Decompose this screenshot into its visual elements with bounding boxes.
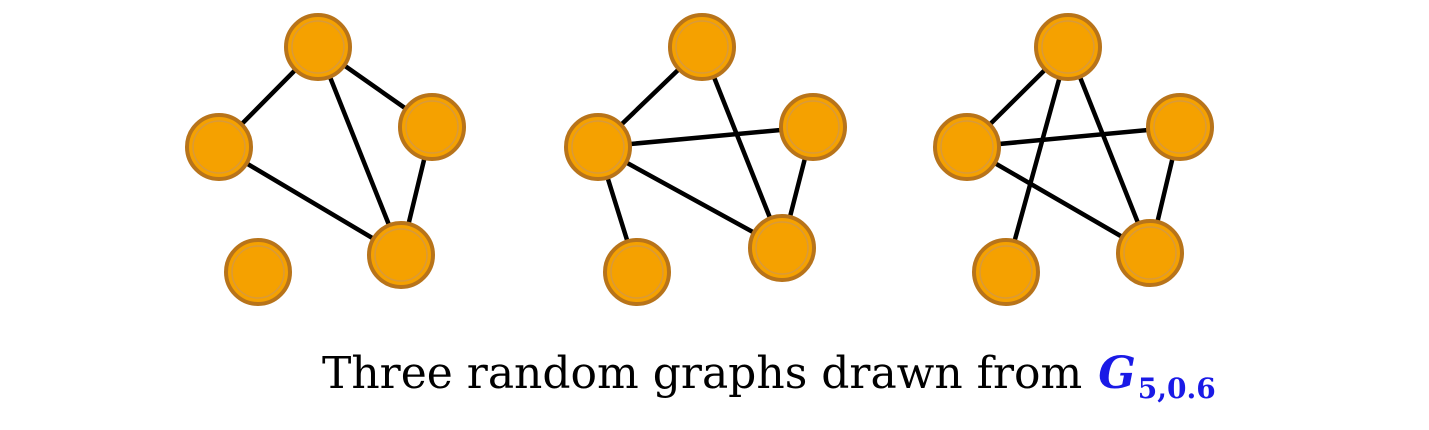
graph-3-node-4: [972, 238, 1040, 306]
graph-2-node-3: [748, 214, 816, 282]
graph-1-edge-3: [216, 144, 404, 258]
graph-1-node-1-ring: [374, 228, 428, 282]
graph-1-edge-1: [315, 44, 404, 258]
graph-1-node-0-ring: [291, 20, 345, 74]
graph-1-node-2-ring: [192, 120, 246, 174]
graph-1-node-4-ring: [231, 245, 285, 299]
graph-3-node-1-ring: [940, 120, 994, 174]
graph-1-node-3: [398, 93, 466, 161]
graph-3-node-2: [1146, 93, 1214, 161]
graph-2-node-1-ring: [571, 120, 625, 174]
graph-3-node-2-ring: [1153, 100, 1207, 154]
graph-3-node-0-ring: [1041, 20, 1095, 74]
figure-caption: Three random graphs drawn from G5,0.6: [322, 352, 1216, 403]
graph-2-edge-2: [595, 124, 816, 150]
graph-2-node-2-ring: [786, 100, 840, 154]
graph-3-node-4-ring: [979, 245, 1033, 299]
caption-text: Three random graphs drawn from: [322, 348, 1083, 399]
graph-2-node-4-ring: [610, 245, 664, 299]
graph-2-node-3-ring: [755, 221, 809, 275]
graph-3-edge-1: [1065, 44, 1153, 256]
graph-3-node-0: [1034, 13, 1102, 81]
graph-2-edge-1: [699, 44, 785, 251]
graph-2-node-0-ring: [675, 20, 729, 74]
graph-2-node-4: [603, 238, 671, 306]
graph-2-node-1: [564, 113, 632, 181]
graph-3-edge-4: [964, 144, 1153, 256]
random-graphs-figure: [185, 13, 1214, 306]
graph-2: [564, 13, 847, 306]
graph-3: [933, 13, 1214, 306]
graph-3-node-1: [933, 113, 1001, 181]
graph-1-node-1: [367, 221, 435, 289]
graph-1-node-3-ring: [405, 100, 459, 154]
caption-graph-subscript: 5,0.6: [1137, 372, 1216, 405]
graph-1: [185, 13, 466, 306]
graph-2-edge-3: [595, 144, 785, 251]
graph-3-node-3: [1116, 219, 1184, 287]
graph-3-edge-2: [1003, 44, 1071, 275]
graph-1-node-2: [185, 113, 253, 181]
caption-graph-symbol: G: [1098, 348, 1136, 399]
graph-3-edge-3: [964, 124, 1183, 150]
graph-2-node-2: [779, 93, 847, 161]
graph-1-node-4: [224, 238, 292, 306]
graph-3-node-3-ring: [1123, 226, 1177, 280]
graph-2-node-0: [668, 13, 736, 81]
graph-1-node-0: [284, 13, 352, 81]
